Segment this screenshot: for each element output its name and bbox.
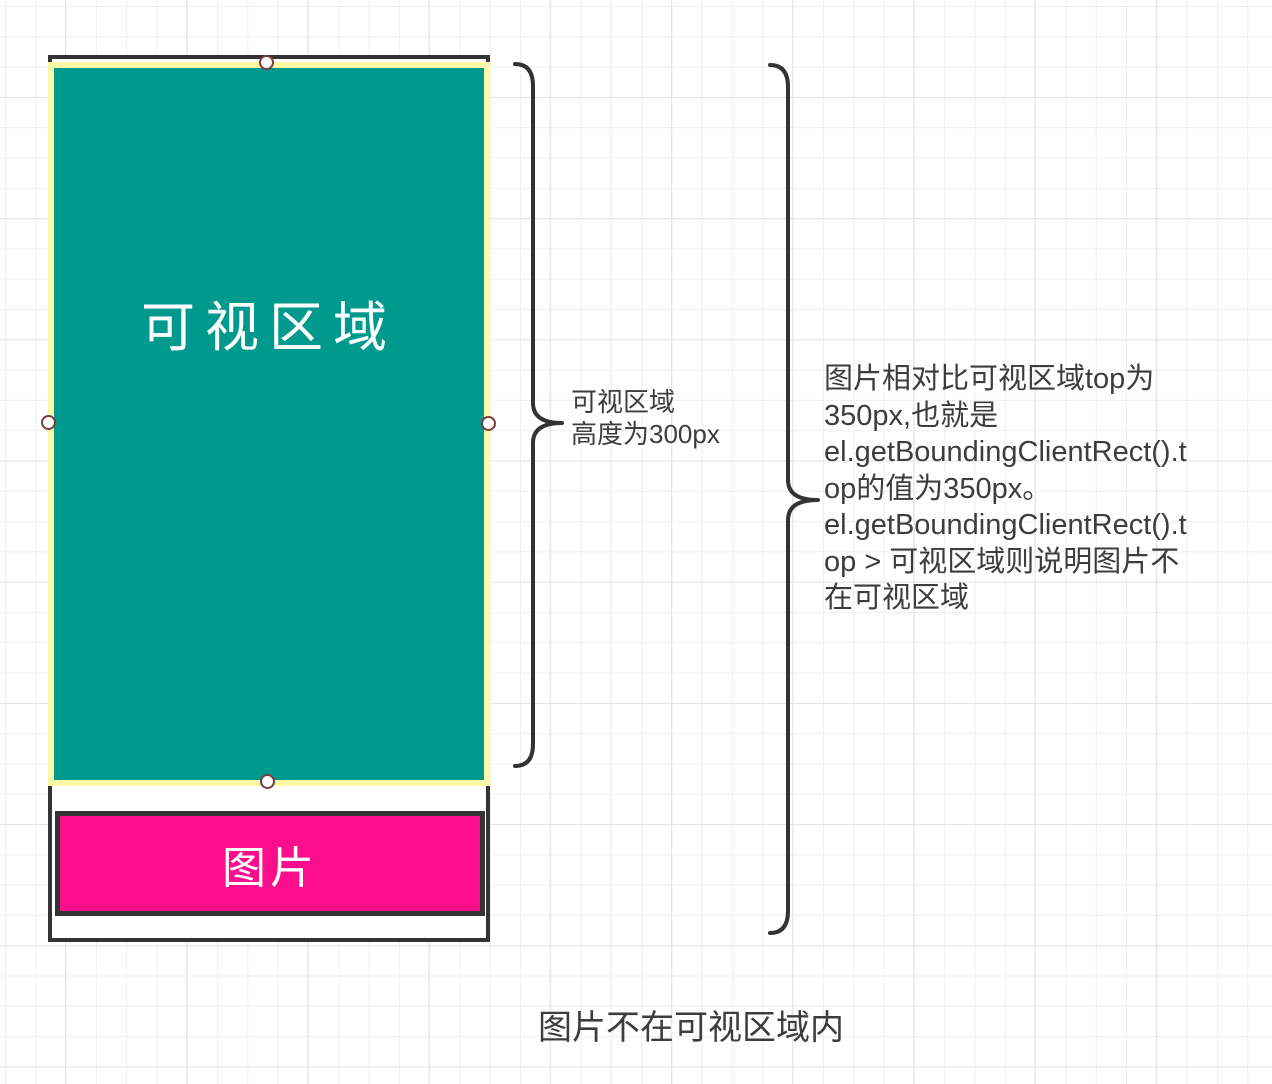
caption: 图片不在可视区域内 (538, 1009, 844, 1047)
height-note: 可视区域 高度为300px (571, 386, 720, 450)
resize-handle-left[interactable] (41, 415, 56, 430)
image-label: 图片 (222, 843, 318, 893)
explanation-brace[interactable] (762, 62, 822, 937)
explanation-line: op > 可视区域则说明图片不 (824, 545, 1180, 578)
explanation-line: op的值为350px。 (824, 472, 1052, 505)
explanation-line: 350px,也就是 (824, 399, 999, 432)
explanation-line: el.getBoundingClientRect().t (824, 436, 1187, 468)
viewport-box[interactable]: 可视区域 (48, 62, 490, 786)
height-note-line: 高度为300px (571, 419, 720, 449)
explanation-line: 图片相对比可视区域top为 (824, 363, 1155, 395)
resize-handle-bottom[interactable] (260, 774, 275, 789)
resize-handle-right[interactable] (481, 416, 496, 431)
resize-handle-top[interactable] (259, 55, 274, 70)
viewport-label: 可视区域 (141, 298, 397, 358)
explanation-text: 图片相对比可视区域top为 350px,也就是 el.getBoundingCl… (824, 361, 1187, 617)
image-box[interactable]: 图片 (55, 811, 485, 916)
explanation-line: el.getBoundingClientRect().t (824, 509, 1187, 541)
height-note-line: 可视区域 (571, 387, 676, 417)
explanation-line: 在可视区域 (824, 582, 970, 614)
height-brace[interactable] (508, 60, 568, 770)
